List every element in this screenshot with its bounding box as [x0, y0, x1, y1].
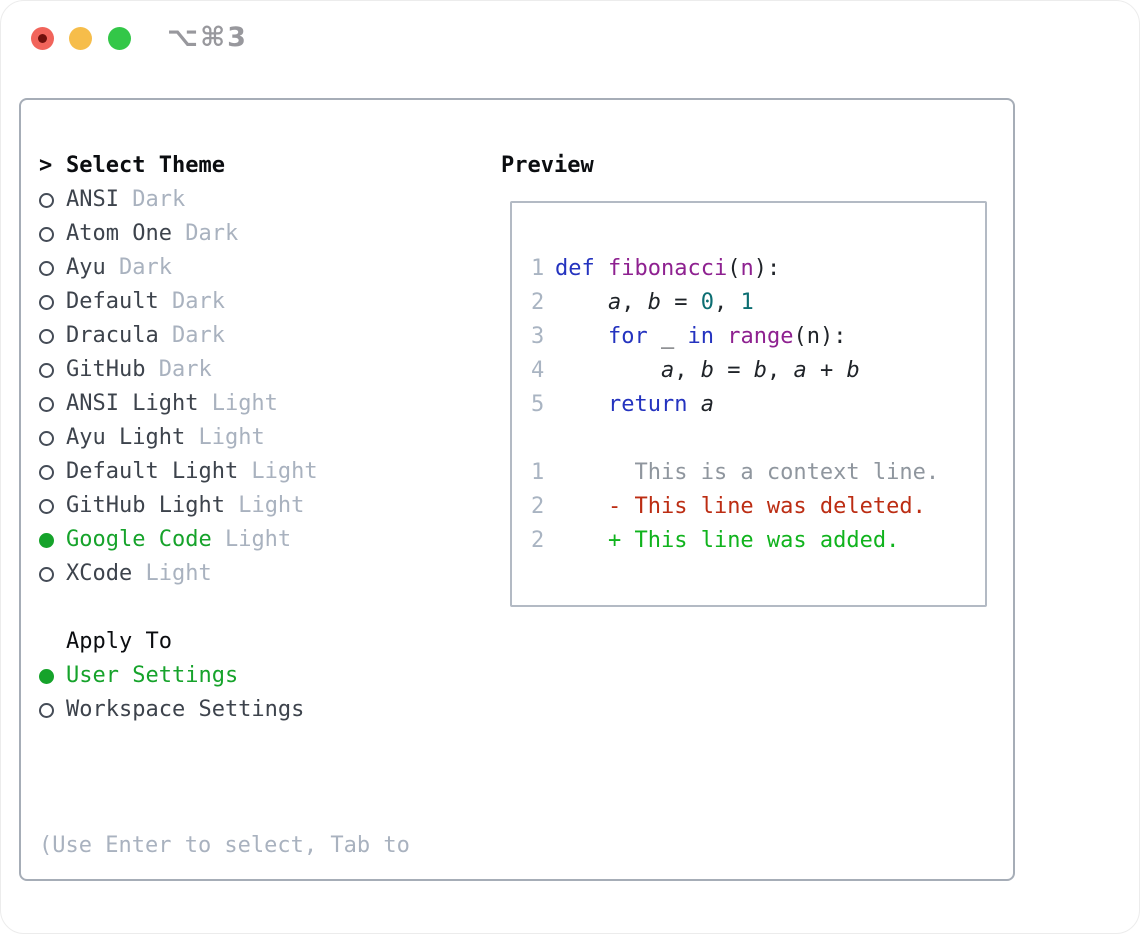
radio-icon	[39, 362, 54, 378]
diff-line: 1 This is a context line.	[531, 456, 985, 490]
line-number: 1	[531, 256, 545, 281]
radio-icon	[39, 192, 54, 208]
radio-icon	[39, 702, 54, 718]
apply-to-title: Apply To	[66, 629, 172, 654]
theme-option[interactable]: ANSI Dark	[39, 183, 318, 217]
code-line: 3 for _ in range(n):	[531, 320, 985, 354]
code-line-text: a, b = b, a + b	[660, 358, 860, 383]
traffic-light-close-button[interactable]	[31, 27, 54, 50]
code-line-text: for _ in range(n):	[607, 324, 847, 349]
diff-line-text: + This line was added.	[607, 528, 900, 553]
window-shortcut-label: ⌥⌘3	[167, 22, 248, 53]
radio-selected-icon	[39, 532, 54, 548]
radio-icon	[39, 396, 54, 412]
theme-option[interactable]: GitHub Dark	[39, 353, 318, 387]
theme-option-label: GitHub Light Light	[66, 493, 305, 518]
theme-menu-title: Select Theme	[66, 153, 225, 178]
apply-to-heading: Apply To	[39, 625, 304, 659]
apply-to-option[interactable]: Workspace Settings	[39, 693, 304, 727]
theme-option-label: Default Dark	[66, 289, 225, 314]
code-line-text: def fibonacci(n):	[555, 256, 781, 281]
theme-option-label: Google Code Light	[66, 527, 292, 552]
close-dot-icon	[38, 34, 47, 43]
diff-line: 2 + This line was added.	[531, 524, 985, 558]
line-number: 5	[531, 392, 545, 417]
diff-line-text: This is a context line.	[555, 460, 940, 485]
code-line: 4 a, b = b, a + b	[531, 354, 985, 388]
theme-option[interactable]: Google Code Light	[39, 523, 318, 557]
radio-icon	[39, 328, 54, 344]
cursor-icon: >	[39, 153, 53, 178]
theme-option-label: Atom One Dark	[66, 221, 239, 246]
line-number: 2	[531, 290, 545, 315]
theme-option-label: Default Light Light	[66, 459, 318, 484]
diff-sample: 1 This is a context line.2 - This line w…	[531, 456, 985, 558]
theme-option-label: Ayu Dark	[66, 255, 172, 280]
theme-option-label: Ayu Light Light	[66, 425, 265, 450]
line-number: 2	[531, 494, 545, 519]
code-line-text: a, b = 0, 1	[607, 290, 754, 315]
diff-line-text: - This line was deleted.	[607, 494, 926, 519]
help-line: (Use Enter to select, Tab to	[39, 833, 410, 858]
apply-to-option-label: Workspace Settings	[66, 697, 305, 722]
radio-icon	[39, 430, 54, 446]
line-number: 2	[531, 528, 545, 553]
theme-option-label: XCode Light	[66, 561, 212, 586]
code-line: 5 return a	[531, 388, 985, 422]
theme-option[interactable]: Default Dark	[39, 285, 318, 319]
theme-option[interactable]: ANSI Light Light	[39, 387, 318, 421]
radio-icon	[39, 260, 54, 276]
theme-option[interactable]: XCode Light	[39, 557, 318, 591]
theme-option-label: ANSI Light Light	[66, 391, 278, 416]
apply-to-option-label: User Settings	[66, 663, 239, 688]
line-number: 4	[531, 358, 545, 383]
line-number: 1	[531, 460, 545, 485]
help-text: (Use Enter to select, Tab to change focu…	[39, 761, 410, 933]
radio-icon	[39, 464, 54, 480]
line-number: 3	[531, 324, 545, 349]
preview-title: Preview	[501, 153, 594, 178]
theme-option-label: Dracula Dark	[66, 323, 225, 348]
code-line-text: return a	[607, 392, 714, 417]
apply-to-option[interactable]: User Settings	[39, 659, 304, 693]
radio-icon	[39, 294, 54, 310]
traffic-light-zoom-button[interactable]	[108, 27, 131, 50]
titlebar: ⌥⌘3	[1, 1, 1139, 75]
theme-option[interactable]: Dracula Dark	[39, 319, 318, 353]
radio-selected-icon	[39, 668, 54, 684]
code-line: 2 a, b = 0, 1	[531, 286, 985, 320]
radio-icon	[39, 566, 54, 582]
theme-option[interactable]: Ayu Light Light	[39, 421, 318, 455]
select-theme-heading: > Select Theme	[39, 149, 318, 183]
diff-line: 2 - This line was deleted.	[531, 490, 985, 524]
theme-option[interactable]: Default Light Light	[39, 455, 318, 489]
theme-option[interactable]: GitHub Light Light	[39, 489, 318, 523]
theme-option-label: GitHub Dark	[66, 357, 212, 382]
radio-icon	[39, 498, 54, 514]
theme-option[interactable]: Atom One Dark	[39, 217, 318, 251]
traffic-light-minimize-button[interactable]	[69, 27, 92, 50]
theme-option[interactable]: Ayu Dark	[39, 251, 318, 285]
radio-icon	[39, 226, 54, 242]
theme-option-label: ANSI Dark	[66, 187, 186, 212]
code-line: 1 def fibonacci(n):	[531, 252, 985, 286]
